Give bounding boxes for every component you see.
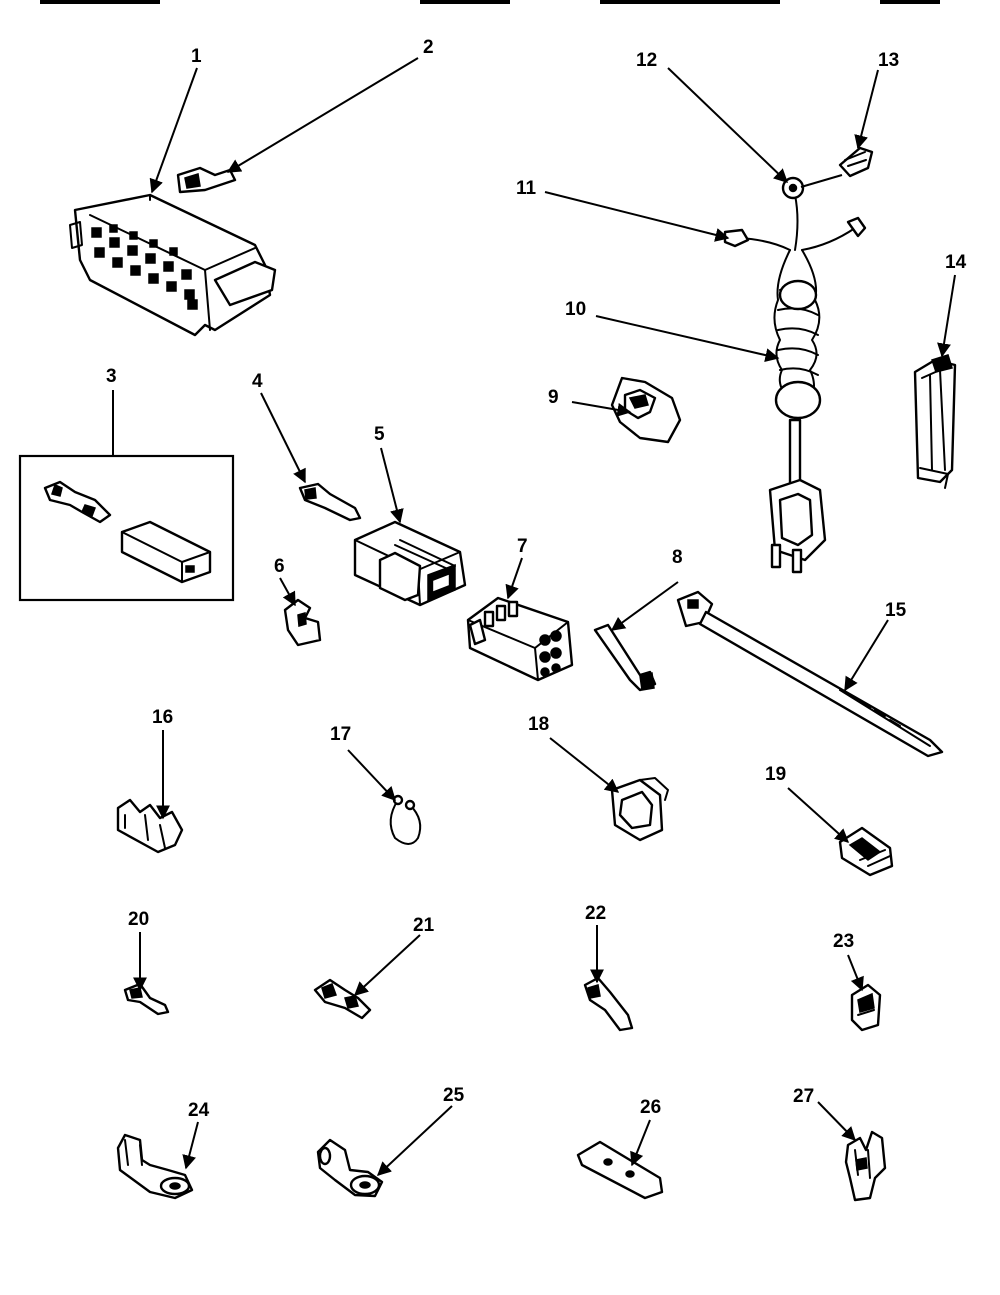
callout-27: 27 bbox=[793, 1086, 814, 1107]
part-23-connector bbox=[850, 983, 882, 1032]
part-3-housing bbox=[120, 520, 212, 584]
callout-21: 21 bbox=[413, 915, 435, 936]
callout-13: 13 bbox=[878, 50, 899, 71]
part-5-connector bbox=[353, 520, 467, 607]
callout-11: 11 bbox=[516, 178, 537, 199]
callout-16: 16 bbox=[152, 707, 173, 728]
part-20-terminal bbox=[123, 982, 170, 1016]
part-1-cells bbox=[91, 224, 198, 310]
callout-17: 17 bbox=[330, 724, 351, 745]
part-15-cable-tie bbox=[676, 590, 944, 758]
part-22-terminal bbox=[583, 976, 634, 1032]
part-1-terminal-block bbox=[69, 193, 277, 337]
part-10-plug bbox=[768, 478, 827, 574]
callout-18: 18 bbox=[528, 714, 549, 735]
part-3-terminal bbox=[43, 480, 112, 524]
callout-1: 1 bbox=[191, 46, 202, 67]
part-4-terminal bbox=[298, 482, 362, 522]
callout-20: 20 bbox=[128, 909, 149, 930]
callout-6: 6 bbox=[274, 556, 285, 577]
callout-22: 22 bbox=[585, 903, 606, 924]
callout-24: 24 bbox=[188, 1100, 210, 1121]
part-18-clamp bbox=[610, 777, 669, 842]
callout-12: 12 bbox=[636, 50, 657, 71]
part-11-leads bbox=[723, 176, 867, 251]
top-edge-artifacts bbox=[40, 0, 940, 4]
callout-25: 25 bbox=[443, 1085, 465, 1106]
part-9-clamp bbox=[610, 376, 682, 444]
part-6-clip bbox=[283, 598, 322, 647]
part-21-terminal bbox=[313, 978, 372, 1020]
part-10-power-cord bbox=[773, 249, 822, 487]
callout-23: 23 bbox=[833, 931, 854, 952]
callout-5: 5 bbox=[374, 424, 385, 445]
part-8-pin bbox=[593, 623, 657, 692]
callout-8: 8 bbox=[672, 547, 683, 568]
callout-4: 4 bbox=[252, 371, 263, 392]
callout-19: 19 bbox=[765, 764, 786, 785]
part-2-terminal bbox=[176, 166, 237, 194]
part-14-bracket bbox=[913, 354, 957, 489]
callout-15: 15 bbox=[885, 600, 907, 621]
part-26-link bbox=[576, 1140, 664, 1200]
part-13-screw bbox=[838, 146, 874, 178]
callout-10: 10 bbox=[565, 299, 586, 320]
callout-9: 9 bbox=[548, 387, 559, 408]
callout-14: 14 bbox=[945, 252, 967, 273]
callout-26: 26 bbox=[640, 1097, 661, 1118]
part-24-ring-terminal bbox=[116, 1133, 194, 1200]
leader-lines bbox=[112, 57, 956, 1176]
callout-labels: 1 2 3 4 5 6 7 8 9 10 11 12 13 14 15 16 1… bbox=[106, 37, 967, 1121]
callout-7: 7 bbox=[517, 536, 528, 557]
part-16-clip bbox=[116, 798, 184, 854]
part-27-clip bbox=[844, 1130, 887, 1202]
part-17-wire-loop bbox=[389, 794, 422, 845]
part-19-connector bbox=[838, 826, 894, 877]
part-3-box bbox=[18, 454, 235, 602]
part-7-connector bbox=[466, 596, 574, 682]
callout-2: 2 bbox=[423, 37, 434, 58]
part-25-ring-terminal bbox=[316, 1138, 384, 1198]
callout-3: 3 bbox=[106, 366, 117, 387]
